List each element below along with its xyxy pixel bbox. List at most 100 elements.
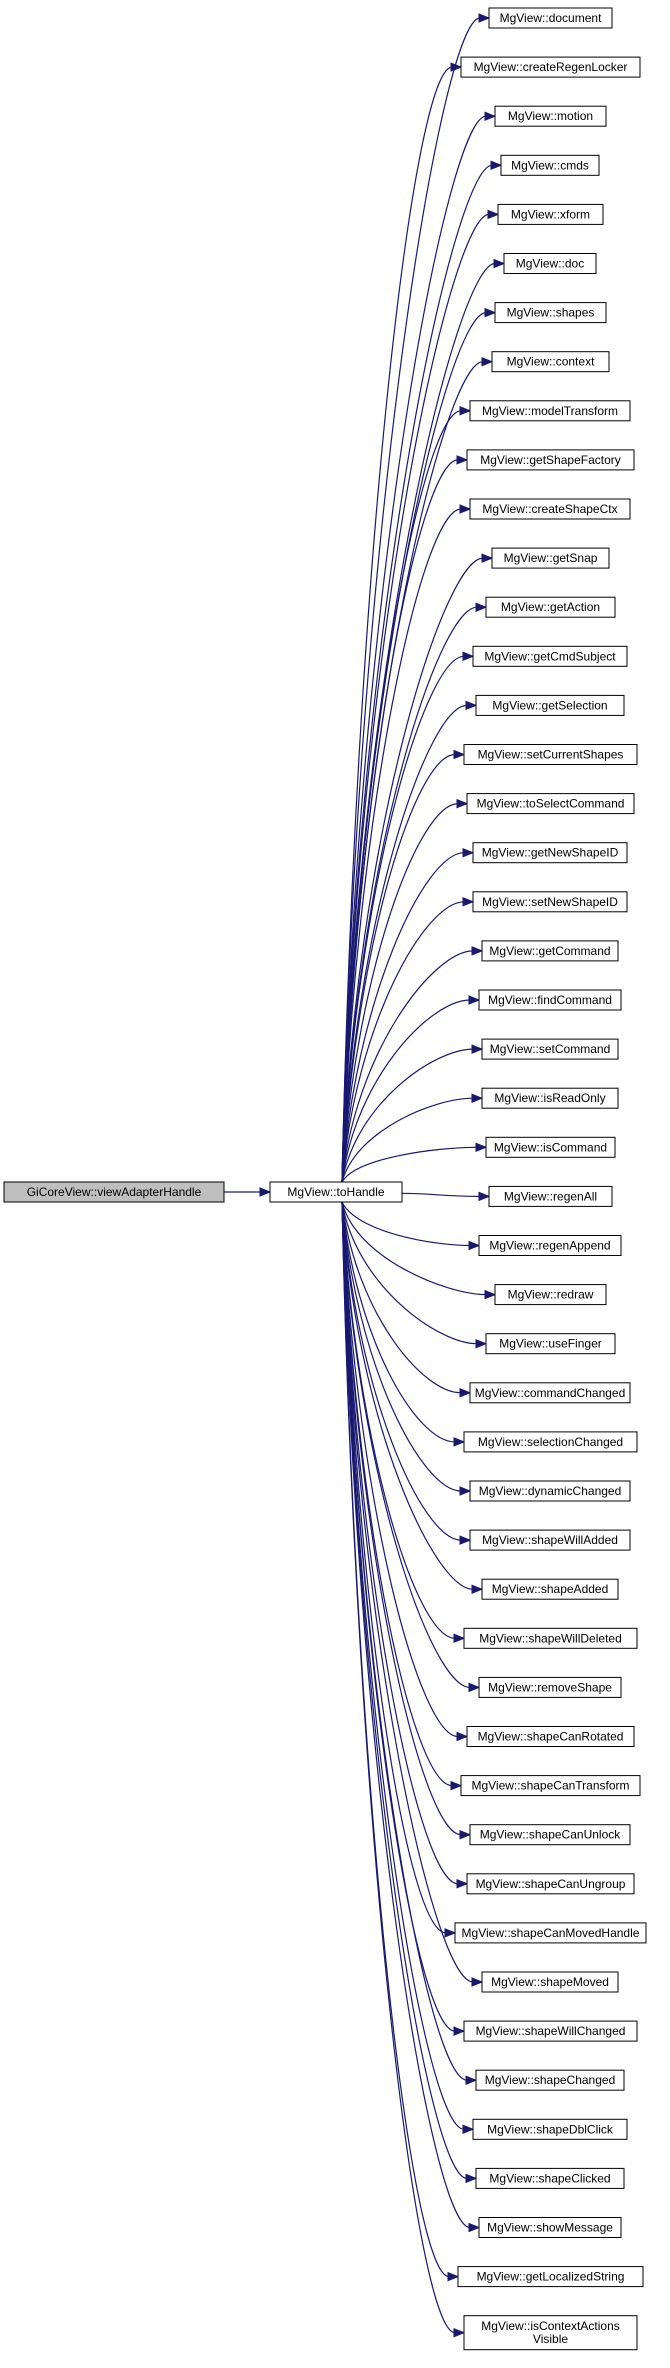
- target-node-24[interactable]: MgView::isCommand: [485, 1136, 616, 1158]
- target-node-41[interactable]: MgView::shapeMoved: [481, 1971, 619, 1993]
- target-node-23[interactable]: MgView::isReadOnly: [481, 1087, 619, 1109]
- target-node-33[interactable]: MgView::shapeAdded: [481, 1578, 619, 1600]
- target-node-11-box: [469, 498, 631, 520]
- target-node-27[interactable]: MgView::redraw: [494, 1284, 607, 1306]
- target-node-30[interactable]: MgView::selectionChanged: [463, 1431, 638, 1453]
- target-node-11[interactable]: MgView::createShapeCtx: [469, 498, 631, 520]
- target-node-13[interactable]: MgView::getAction: [485, 596, 616, 618]
- target-node-37-label: MgView::shapeCanTransform: [471, 1779, 629, 1793]
- target-node-30-box: [463, 1431, 638, 1453]
- hub-node[interactable]: MgView::toHandle: [269, 1181, 403, 1203]
- target-node-44[interactable]: MgView::shapeDblClick: [472, 2118, 628, 2140]
- target-node-31-label: MgView::dynamicChanged: [479, 1484, 622, 1498]
- target-node-37-box: [460, 1775, 641, 1797]
- target-node-4[interactable]: MgView::cmds: [500, 154, 600, 176]
- edge-23: [341, 1093, 484, 1183]
- target-node-35-box: [478, 1676, 622, 1698]
- edge-20: [341, 946, 484, 1183]
- target-node-16-label: MgView::setCurrentShapes: [478, 748, 624, 762]
- edge-47: [341, 1201, 460, 2282]
- target-node-14[interactable]: MgView::getCmdSubject: [472, 645, 628, 667]
- edge-1: [341, 13, 491, 1183]
- target-node-42-box: [463, 2020, 638, 2042]
- edge-2: [341, 62, 463, 1183]
- target-node-4-label: MgView::cmds: [511, 158, 589, 172]
- edge-46: [341, 1201, 481, 2233]
- target-node-29-label: MgView::commandChanged: [475, 1386, 626, 1400]
- target-node-3[interactable]: MgView::motion: [494, 105, 607, 127]
- target-node-5-box: [497, 203, 604, 225]
- target-node-25[interactable]: MgView::regenAll: [488, 1185, 613, 1207]
- source-node-box: [3, 1181, 225, 1203]
- target-node-3-label: MgView::motion: [508, 109, 593, 123]
- edge-36: [341, 1201, 469, 1742]
- target-node-15[interactable]: MgView::getSelection: [475, 694, 625, 716]
- target-node-36[interactable]: MgView::shapeCanRotated: [466, 1726, 635, 1747]
- edge-4: [341, 160, 503, 1183]
- target-node-38-label: MgView::shapeCanUnlock: [480, 1828, 622, 1842]
- target-node-16[interactable]: MgView::setCurrentShapes: [463, 744, 638, 765]
- edge-22: [341, 1044, 484, 1183]
- target-node-35[interactable]: MgView::removeShape: [478, 1676, 622, 1698]
- target-node-36-box: [466, 1726, 635, 1747]
- target-node-38[interactable]: MgView::shapeCanUnlock: [469, 1824, 631, 1846]
- target-node-28-label: MgView::useFinger: [499, 1337, 602, 1351]
- edge-41: [341, 1201, 484, 1987]
- target-node-42[interactable]: MgView::shapeWillChanged: [463, 2020, 638, 2042]
- target-node-22[interactable]: MgView::setCommand: [481, 1038, 619, 1060]
- target-node-46[interactable]: MgView::showMessage: [478, 2217, 622, 2238]
- edge-29: [341, 1201, 472, 1398]
- target-node-2[interactable]: MgView::createRegenLocker: [460, 56, 641, 78]
- target-node-28[interactable]: MgView::useFinger: [485, 1333, 616, 1355]
- target-node-47-box: [457, 2266, 644, 2288]
- target-node-34-box: [463, 1627, 638, 1649]
- target-node-37[interactable]: MgView::shapeCanTransform: [460, 1775, 641, 1797]
- target-node-21[interactable]: MgView::findCommand: [478, 989, 622, 1011]
- target-node-20[interactable]: MgView::getCommand: [481, 940, 619, 962]
- target-node-17[interactable]: MgView::toSelectCommand: [466, 793, 635, 815]
- target-node-43[interactable]: MgView::shapeChanged: [475, 2069, 625, 2091]
- edge-14: [341, 651, 475, 1183]
- target-node-17-box: [466, 793, 635, 815]
- target-node-8[interactable]: MgView::context: [491, 351, 610, 373]
- target-node-28-box: [485, 1333, 616, 1355]
- target-node-39-label: MgView::shapeCanUngroup: [476, 1877, 626, 1891]
- target-node-25-box: [488, 1185, 613, 1207]
- target-node-23-label: MgView::isReadOnly: [494, 1091, 605, 1105]
- edge-32: [341, 1201, 472, 1545]
- edge-33: [341, 1201, 484, 1594]
- source-node[interactable]: GiCoreView::viewAdapterHandle: [3, 1181, 225, 1203]
- target-node-5[interactable]: MgView::xform: [497, 203, 604, 225]
- target-node-29[interactable]: MgView::commandChanged: [469, 1382, 631, 1404]
- target-node-40[interactable]: MgView::shapeCanMovedHandle: [454, 1922, 647, 1944]
- target-node-19-box: [472, 891, 628, 913]
- edge-26: [341, 1201, 481, 1251]
- target-node-6[interactable]: MgView::doc: [503, 253, 597, 274]
- target-node-45-box: [475, 2167, 625, 2189]
- target-node-18[interactable]: MgView::getNewShapeID: [472, 842, 628, 864]
- target-node-36-label: MgView::shapeCanRotated: [478, 1730, 624, 1744]
- target-node-39[interactable]: MgView::shapeCanUngroup: [466, 1873, 635, 1895]
- target-node-4-box: [500, 154, 600, 176]
- target-node-10[interactable]: MgView::getShapeFactory: [466, 449, 635, 471]
- target-node-19[interactable]: MgView::setNewShapeID: [472, 891, 628, 913]
- target-node-3-box: [494, 105, 607, 127]
- target-node-31[interactable]: MgView::dynamicChanged: [469, 1480, 631, 1502]
- target-node-21-label: MgView::findCommand: [488, 993, 612, 1007]
- target-node-12-label: MgView::getSnap: [504, 551, 598, 565]
- edge-17: [341, 798, 469, 1183]
- target-node-42-label: MgView::shapeWillChanged: [476, 2024, 626, 2038]
- target-node-34[interactable]: MgView::shapeWillDeleted: [463, 1627, 638, 1649]
- target-node-12[interactable]: MgView::getSnap: [491, 547, 610, 569]
- target-node-9[interactable]: MgView::modelTransform: [469, 400, 631, 422]
- edge-42: [341, 1201, 466, 2036]
- target-node-25-label: MgView::regenAll: [504, 1189, 597, 1203]
- target-node-45[interactable]: MgView::shapeClicked: [475, 2167, 625, 2189]
- target-node-1[interactable]: MgView::document: [488, 7, 613, 29]
- target-node-47[interactable]: MgView::getLocalizedString: [457, 2266, 644, 2288]
- target-node-26[interactable]: MgView::regenAppend: [478, 1235, 622, 1256]
- target-node-7[interactable]: MgView::shapes: [494, 302, 607, 324]
- target-node-32[interactable]: MgView::shapeWillAdded: [469, 1529, 631, 1551]
